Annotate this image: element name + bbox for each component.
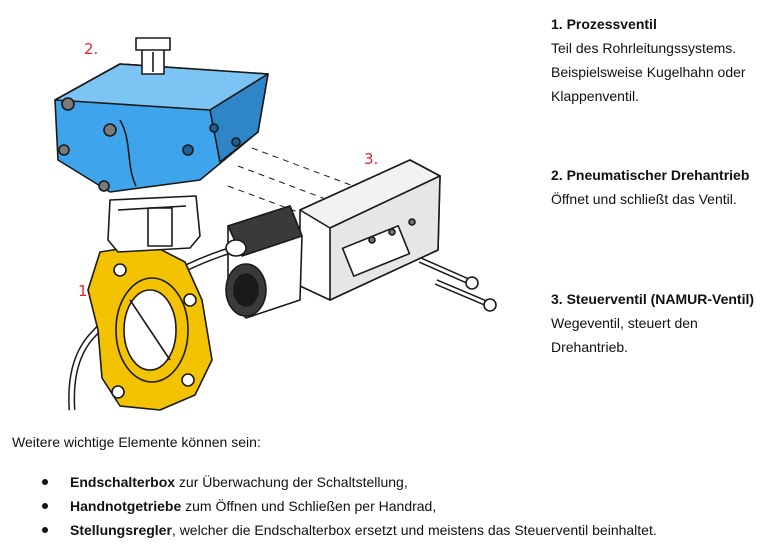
legend-control-valve: 3. Steuerventil (NAMUR-Ventil) Wegeventi…: [551, 287, 773, 359]
elements-list: Endschalterbox zur Überwachung der Schal…: [42, 470, 657, 542]
list-item-term: Endschalterbox: [70, 474, 176, 490]
legend-heading: 1. Prozessventil: [551, 16, 657, 32]
list-item-text: zur Überwachung der Schaltstellung,: [175, 474, 408, 490]
namur-control-valve: [299, 159, 441, 301]
pneumatic-actuator: [54, 37, 269, 193]
mounting-bracket: [107, 195, 201, 253]
list-item-text: , welcher die Endschalterbox ersetzt und…: [171, 522, 657, 538]
legend-text: Teil des Rohrleitungssystems. Beispielsw…: [551, 40, 746, 104]
list-item-term: Handnotgetriebe: [70, 498, 182, 514]
legend-heading: 3. Steuerventil (NAMUR-Ventil): [551, 291, 755, 307]
list-item: Endschalterbox zur Überwachung der Schal…: [42, 470, 657, 494]
legend-text: Öffnet und schließt das Ventil.: [551, 191, 737, 207]
bullet-icon: [42, 527, 48, 533]
list-item: Stellungsregler, welcher die Endschalter…: [42, 518, 657, 542]
callout-actuator: 2.: [84, 40, 98, 58]
solenoid-coil: [225, 205, 303, 319]
legend-text: Wegeventil, steuert den Drehantrieb.: [551, 315, 698, 355]
bullet-icon: [42, 479, 48, 485]
intro-text: Weitere wichtige Elemente können sein:: [12, 434, 261, 450]
list-item-term: Stellungsregler: [70, 522, 172, 538]
list-item: Handnotgetriebe zum Öffnen und Schließen…: [42, 494, 657, 518]
callout-control-valve: 3.: [364, 150, 378, 168]
legend-heading: 2. Pneumatischer Drehantrieb: [551, 167, 750, 183]
bullet-icon: [42, 503, 48, 509]
process-valve: [87, 243, 213, 411]
valve-assembly-illustration: 1. 2. 3.: [54, 37, 497, 411]
callout-valve: 1.: [78, 282, 92, 300]
mounting-screws: [418, 257, 497, 312]
list-item-text: zum Öffnen und Schließen per Handrad,: [181, 498, 437, 514]
legend-actuator: 2. Pneumatischer Drehantrieb Öffnet und …: [551, 163, 773, 211]
legend-process-valve: 1. Prozessventil Teil des Rohrleitungssy…: [551, 12, 773, 108]
